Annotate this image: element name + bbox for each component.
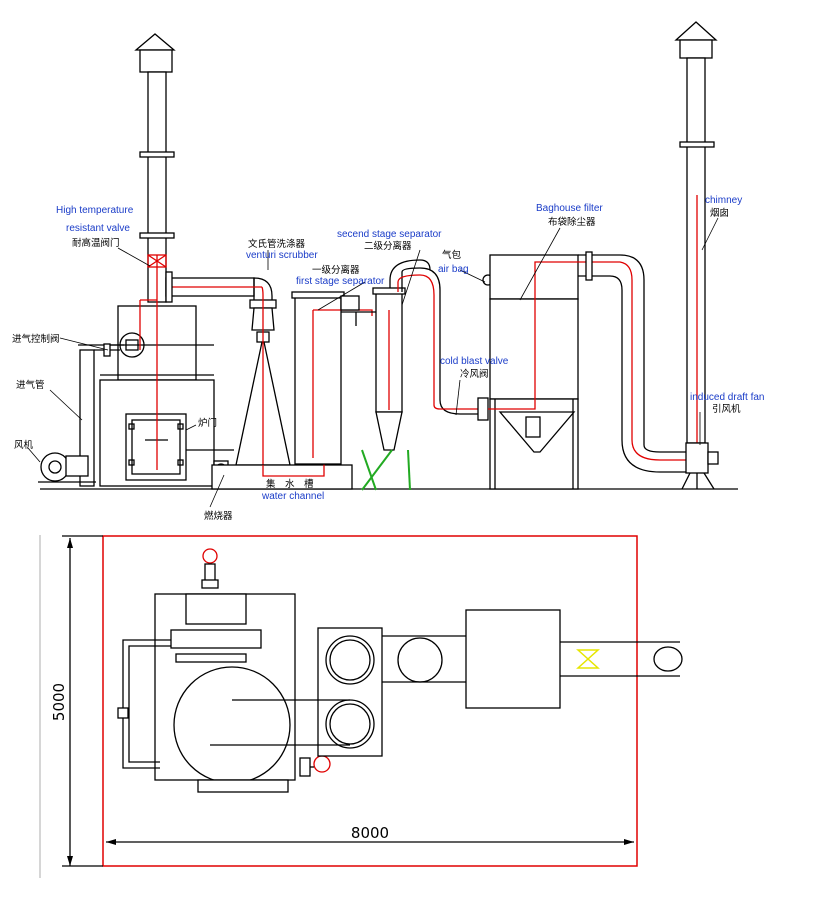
- furnace-door: [125, 413, 187, 481]
- right-chimney: [674, 21, 719, 490]
- label-air-bag-en: air bag: [438, 264, 469, 275]
- dimension-5000: 5000: [50, 683, 68, 721]
- venturi-scrubber: [211, 295, 353, 490]
- site-boundary: [102, 535, 638, 867]
- label-draft-fan-en: induced draft fan: [690, 392, 765, 403]
- flue-duct: [165, 271, 273, 304]
- plan-view: 5000 8000: [39, 535, 683, 878]
- label-intake-pipe-cn: 进气管: [16, 379, 45, 391]
- label-second-sep-en: secend stage separator: [337, 229, 442, 240]
- baghouse-filter: [488, 254, 579, 490]
- label-second-sep-cn: 二级分离器: [364, 240, 412, 252]
- high-temp-valve-icon: [147, 254, 167, 268]
- induced-draft-fan: [685, 442, 709, 474]
- cold-blast-valve: [477, 397, 489, 421]
- dimension-width: 8000: [106, 824, 634, 845]
- first-stage-separator: [291, 291, 379, 465]
- furnace-plan: [117, 548, 331, 793]
- label-high-temp-2: resistant valve: [66, 223, 130, 234]
- label-fan-cn: 风机: [14, 439, 34, 451]
- left-chimney: [134, 33, 176, 303]
- label-water-channel-en: water channel: [261, 491, 324, 502]
- label-furnace-door-cn: 炉门: [198, 417, 217, 429]
- label-chimney-en: chimney: [705, 195, 742, 206]
- dimension-8000: 8000: [351, 824, 389, 842]
- baghouse-plan: [465, 609, 683, 709]
- label-burner-cn: 燃烧器: [204, 510, 233, 522]
- leader-lines: [27, 217, 719, 508]
- water-channel: [211, 464, 353, 490]
- exhaust-duct: [578, 251, 690, 473]
- label-venturi-cn: 文氏管洗涤器: [248, 238, 306, 250]
- valve-icon: [576, 649, 600, 669]
- label-water-channel-cn: 集 水 槽: [266, 478, 314, 490]
- label-chimney-cn: 烟囱: [710, 207, 729, 219]
- label-first-sep-cn: 一级分离器: [312, 264, 360, 276]
- label-cold-valve-en: cold blast valve: [440, 356, 509, 367]
- dimension-height: 5000: [50, 535, 103, 867]
- label-air-bag-cn: 气包: [442, 249, 462, 261]
- chimney-plan-icon: [653, 646, 683, 672]
- label-draft-fan-cn: 引风机: [712, 403, 741, 415]
- label-cold-valve-cn: 冷风阀: [460, 368, 489, 380]
- elevation-view: High temperature resistant valve 耐高温阀门 文…: [12, 21, 765, 522]
- furnace: [99, 299, 234, 487]
- separators-plan: [210, 627, 535, 757]
- second-stage-separator: [361, 259, 485, 491]
- label-high-temp-cn: 耐高温阀门: [72, 237, 120, 249]
- label-first-sep-en: first stage separator: [296, 276, 385, 287]
- label-baghouse-en: Baghouse filter: [536, 203, 603, 214]
- label-venturi-en: venturi scrubber: [246, 250, 318, 261]
- label-intake-ctrl-cn: 进气控制阀: [12, 333, 60, 345]
- label-baghouse-cn: 布袋除尘器: [548, 216, 596, 228]
- label-high-temp-1: High temperature: [56, 205, 134, 216]
